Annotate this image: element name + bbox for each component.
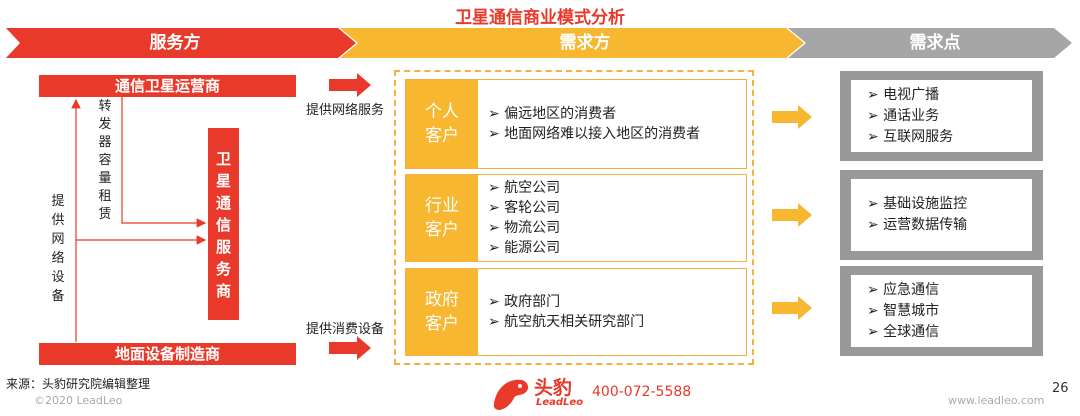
vertical-char: 卫 <box>215 150 231 168</box>
transponder-lease-label: 转发器容量租赁 <box>95 98 115 224</box>
list-item: ➢ 航空公司 <box>488 180 561 196</box>
arrow-industry-icon <box>772 203 812 227</box>
demand-container <box>394 70 754 365</box>
page-title: 卫星通信商业模式分析 <box>455 8 625 28</box>
list-item: ➢ 客轮公司 <box>488 200 561 216</box>
vertical-char: 赁 <box>98 207 112 222</box>
phone-number: 400-072-5588 <box>592 384 692 400</box>
arrow-network-icon <box>329 73 371 97</box>
list-item: ➢ 政府部门 <box>488 294 561 310</box>
list-item: ➢ 互联网服务 <box>867 128 954 145</box>
segment-label: 行业客户 <box>406 175 478 261</box>
band-needs-shape <box>788 28 1072 58</box>
needs-items: ➢ 电视广播 ➢ 通话业务 ➢ 互联网服务 <box>851 80 1032 152</box>
vertical-char: 务 <box>215 260 231 278</box>
provide-network-service-label: 提供网络服务 <box>306 103 385 118</box>
list-item: ➢ 运营数据传输 <box>867 217 968 233</box>
list-item: ➢ 地面网络难以接入地区的消费者 <box>488 126 701 142</box>
vertical-char: 备 <box>51 289 65 304</box>
copyright-text: ©2020 LeadLeo <box>34 394 123 407</box>
brand-name-en: LeadLeo <box>536 397 584 408</box>
band-needs-label: 需求点 <box>909 33 961 53</box>
vertical-char: 星 <box>215 172 231 190</box>
needs-items: ➢ 应急通信 ➢ 智慧城市 ➢ 全球通信 <box>851 275 1032 347</box>
vertical-char: 信 <box>215 216 231 234</box>
list-item: ➢ 通话业务 <box>867 107 940 124</box>
list-item: ➢ 能源公司 <box>488 240 561 256</box>
vertical-char: 设 <box>51 270 65 285</box>
vertical-char: 量 <box>98 171 112 186</box>
list-item: ➢ 物流公司 <box>488 220 561 236</box>
needs-items: ➢ 基础设施监控 ➢ 运营数据传输 <box>851 179 1032 251</box>
band-demand-shape <box>340 28 804 58</box>
vertical-char: 发 <box>98 117 112 132</box>
segment-label: 政府客户 <box>406 269 478 355</box>
website-link[interactable]: www.leadleo.com <box>948 394 1045 407</box>
segment-industry: 行业客户 ➢ 航空公司 ➢ 客轮公司 ➢ 物流公司 ➢ 能源公司 <box>405 174 747 262</box>
header-band <box>6 28 1072 58</box>
band-demand-label: 需求方 <box>559 33 611 53</box>
brand-name-cn: 头豹 <box>534 377 573 399</box>
arrow-government-icon <box>772 296 812 320</box>
needs-box-industry: ➢ 基础设施监控 ➢ 运营数据传输 <box>840 170 1043 260</box>
list-item: ➢ 基础设施监控 <box>867 196 968 212</box>
source-text: 来源：头豹研究院编辑整理 <box>6 377 151 391</box>
needs-box-personal: ➢ 电视广播 ➢ 通话业务 ➢ 互联网服务 <box>840 71 1043 161</box>
vertical-char: 服 <box>215 238 231 256</box>
operator-box: 通信卫星运营商 <box>39 75 296 97</box>
vertical-char: 容 <box>98 153 112 168</box>
arrow-personal-icon <box>772 105 812 129</box>
manufacturer-box: 地面设备制造商 <box>39 343 296 365</box>
connector-operator-service <box>121 97 207 228</box>
list-item: ➢ 电视广播 <box>867 86 940 103</box>
supply-connectors <box>71 97 207 342</box>
vertical-char: 网 <box>51 232 65 247</box>
list-item: ➢ 全球通信 <box>867 323 940 340</box>
vertical-char: 络 <box>51 251 65 266</box>
service-provider-label: 卫星通信服务商 <box>208 148 239 302</box>
needs-box-government: ➢ 应急通信 ➢ 智慧城市 ➢ 全球通信 <box>840 266 1043 356</box>
vertical-char: 通 <box>215 194 231 212</box>
vertical-char: 器 <box>98 135 112 150</box>
vertical-char: 商 <box>215 282 231 300</box>
service-provider-box: 卫星通信服务商 <box>208 128 239 320</box>
segment-government: 政府客户 ➢ 政府部门 ➢ 航空航天相关研究部门 <box>405 268 747 356</box>
list-item: ➢ 航空航天相关研究部门 <box>488 314 645 330</box>
leopard-logo-icon <box>490 374 532 412</box>
list-item: ➢ 应急通信 <box>867 281 940 298</box>
provide-consumer-equipment-label: 提供消费设备 <box>306 322 385 337</box>
segment-items: ➢ 偏远地区的消费者 ➢ 地面网络难以接入地区的消费者 <box>488 80 700 168</box>
vertical-char: 租 <box>98 189 112 204</box>
list-item: ➢ 智慧城市 <box>867 302 940 319</box>
arrow-equipment-icon <box>329 336 371 360</box>
network-equipment-label: 提供网络设备 <box>48 192 68 306</box>
vertical-char: 转 <box>98 99 112 114</box>
segment-items: ➢ 政府部门 ➢ 航空航天相关研究部门 <box>488 269 644 355</box>
segment-items: ➢ 航空公司 ➢ 客轮公司 ➢ 物流公司 ➢ 能源公司 <box>488 175 560 261</box>
segment-personal: 个人客户 ➢ 偏远地区的消费者 ➢ 地面网络难以接入地区的消费者 <box>405 79 747 169</box>
vertical-char: 提 <box>51 194 65 209</box>
list-item: ➢ 偏远地区的消费者 <box>488 106 617 122</box>
band-supply-shape <box>6 28 356 58</box>
segment-label: 个人客户 <box>406 80 478 168</box>
page-number: 26 <box>1052 381 1069 396</box>
vertical-char: 供 <box>51 213 65 228</box>
band-supply-label: 服务方 <box>149 33 201 53</box>
